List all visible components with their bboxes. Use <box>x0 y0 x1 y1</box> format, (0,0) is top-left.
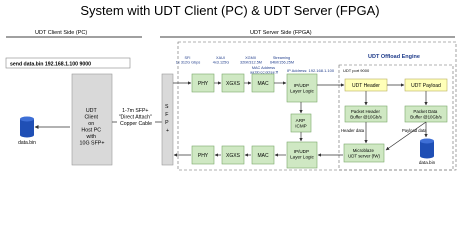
phy-bottom-label: PHY <box>198 153 209 159</box>
xgmii-bus-label: XGMII 32bit/312.5M <box>240 56 262 65</box>
microblaze-block <box>343 143 385 163</box>
udt-payload-label: UDT Payload <box>411 83 441 89</box>
payload-data-label: Payload data <box>402 128 427 133</box>
xaui-bus-label: XAUI 4x3.125G <box>213 56 230 65</box>
sfi-bus-label: SFI 1x 312G Gbps <box>176 56 201 65</box>
client-pc-box <box>71 73 113 166</box>
xgxs-bottom-label: XGXS <box>226 153 241 159</box>
packet-header-buffer-label: Packet Header Buffer @10Gb/s <box>350 109 382 120</box>
command-box <box>5 57 131 69</box>
command-text: send data.bin 192.168.1.100 9000 <box>10 62 91 68</box>
ip-address-label: IP Address: 192.168.1.100 <box>287 68 335 73</box>
xgxs-top-label: XGXS <box>226 81 241 87</box>
server-side-label: UDT Server Side (FPGA) <box>250 30 312 36</box>
packet-data-buffer-label: Packet Data Buffer @10Gb/s <box>410 109 442 120</box>
streaming-bus-label: Streaming 64bit/156.25M <box>270 56 294 65</box>
microblaze-label: Microblaze UDT server (fW) <box>348 148 380 159</box>
rx-path-arrows <box>173 81 428 151</box>
udt-port-label: UDT port 9000 <box>343 68 370 73</box>
server-file-label: data.bin <box>419 160 436 165</box>
sfp-port-box <box>161 73 174 166</box>
client-file-label: data.bin <box>18 140 36 146</box>
phy-bottom-block <box>191 145 215 165</box>
udt-header-label: UDT Header <box>352 83 380 89</box>
phy-top-label: PHY <box>198 81 209 87</box>
mac-top-label: MAC <box>257 81 269 87</box>
client-side-label: UDT Client Side (PC) <box>35 30 87 36</box>
client-pc-label: UDT Client on Host PC with 10G SFP+ <box>80 108 105 147</box>
udt-engine-title: UDT Offload Engine <box>368 54 420 60</box>
header-data-label: Header data <box>341 128 365 133</box>
udt-offload-engine-region <box>338 64 454 171</box>
system-diagram: System with UDT Client (PC) & UDT Server… <box>5 3 457 171</box>
ip-udp-bottom-label: IP/UDP Layer Logic <box>290 149 314 160</box>
client-disk-icon <box>20 116 34 138</box>
ip-udp-top-label: IP/UDP Layer Logic <box>290 83 314 94</box>
sfp-port-label: S F P + <box>165 104 170 134</box>
server-disk-icon <box>420 138 434 159</box>
ip-udp-bottom-block <box>286 141 318 169</box>
ip-udp-top-block <box>286 73 318 103</box>
cable-label: 1-7m SFP+ "Direct Attach" Copper Cable <box>119 108 154 127</box>
fpga-region <box>177 41 457 171</box>
arp-icmp-label: ARP ICMP <box>295 118 306 129</box>
mac-address-label: MAC Address aa:bb:cc:dd:ee:ff <box>250 66 279 75</box>
mac-bottom-block <box>251 145 275 165</box>
cable-label-bg <box>117 106 155 130</box>
mac-bottom-label: MAC <box>257 153 269 159</box>
xgxs-bottom-block <box>221 145 245 165</box>
diagram-title: System with UDT Client (PC) & UDT Server… <box>80 3 379 18</box>
